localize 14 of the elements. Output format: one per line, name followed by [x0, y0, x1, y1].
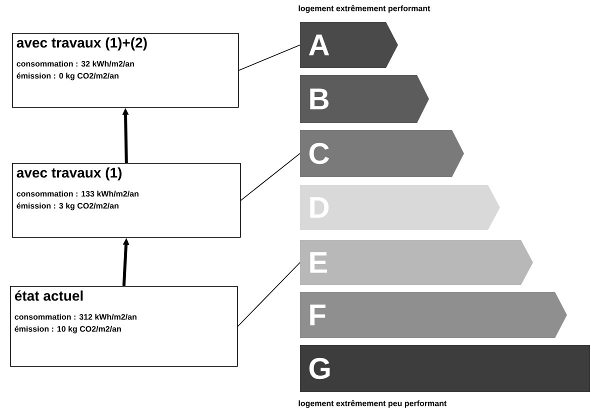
connector-line [237, 262, 300, 327]
text-box: avec travaux (1)+(2) consommation : 32 kWh/m2/an émission : 0 kg CO2/m2/an [12, 33, 239, 108]
energy-class-band: E [300, 240, 533, 285]
connector-line [240, 153, 300, 201]
scale-caption: logement extrêmement peu performant [298, 400, 447, 408]
text-box: avec travaux (1) consommation : 133 kWh/m2/an émission : 3 kg CO2/m2/an [12, 162, 241, 238]
text-box: état actuel consommation : 312 kWh/m2/an émission : 10 kg CO2/m2/an [10, 286, 238, 367]
connector-line [238, 44, 300, 71]
energy-class-band: B [300, 75, 429, 123]
energy-class-band: A [300, 22, 398, 68]
energy-class-band: G [300, 344, 590, 392]
scale-caption: logement extrêmement performant [298, 5, 430, 13]
energy-class-band: F [300, 292, 567, 338]
energy-class-band: C [300, 130, 464, 177]
